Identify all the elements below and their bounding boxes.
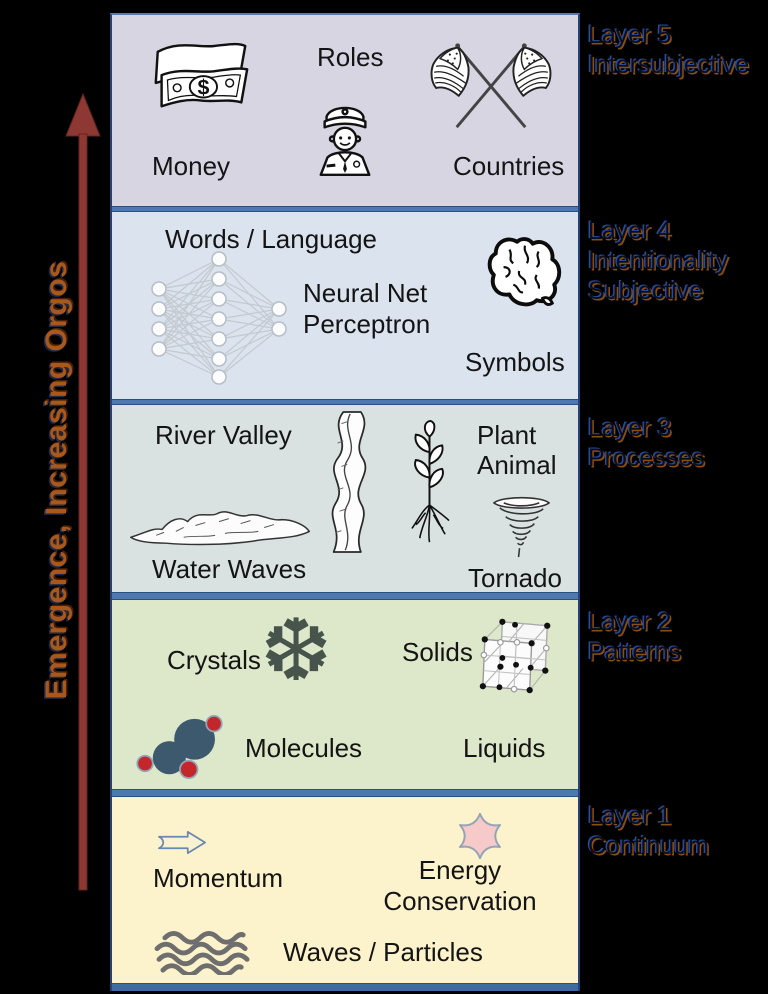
label-animal: Animal [477, 450, 557, 480]
momentum-arrow-icon [158, 831, 206, 854]
label-solids: Solids [402, 637, 473, 667]
label-money: Money [152, 151, 231, 181]
diagram-bottom-border [112, 983, 578, 991]
police-officer-icon [319, 106, 371, 177]
layer4-name: Layer 4 [588, 217, 672, 245]
brain-icon [487, 237, 562, 307]
layer4-label: Layer 4 Intentionality Subjective [588, 216, 764, 306]
money-icon: $ [154, 42, 249, 108]
energy-star-icon [459, 812, 501, 860]
label-energy: Energy [418, 855, 502, 885]
layer-divider [112, 789, 578, 797]
layer2-name: Layer 2 [588, 608, 672, 636]
layer3-label: Layer 3 Processes [588, 413, 764, 473]
label-liquids: Liquids [463, 733, 546, 763]
up-arrow-icon [65, 92, 101, 891]
layer5-name: Layer 5 [588, 21, 672, 49]
label-neural-net: Neural Net [303, 278, 428, 308]
label-momentum: Momentum [153, 863, 284, 893]
label-water-waves: Water Waves [152, 554, 307, 584]
label-waves-particles: Waves / Particles [283, 937, 483, 967]
snowflake-icon: ❆ [260, 601, 333, 701]
river-icon [331, 411, 367, 553]
layer4-subname: Intentionality [588, 247, 729, 275]
layer-divider [112, 592, 578, 600]
layer5-subname: Intersubjective [588, 51, 750, 79]
label-symbols: Symbols [465, 347, 565, 377]
crystal-lattice-icon [479, 618, 551, 694]
layer-divider [112, 206, 578, 212]
label-crystals: Crystals [167, 645, 261, 675]
layer2-label: Layer 2 Patterns [588, 607, 764, 667]
layer3-subname: Processes [588, 444, 705, 472]
band-layer-5: $ Roles [112, 15, 578, 206]
label-conservation: Conservation [383, 886, 537, 916]
label-roles: Roles [317, 42, 384, 72]
layer2-subname: Patterns [588, 638, 682, 666]
label-molecules: Molecules [245, 733, 363, 763]
tornado-icon [492, 496, 551, 558]
neural-network-icon [151, 251, 287, 385]
label-tornado: Tornado [468, 563, 562, 593]
layer5-label: Layer 5 Intersubjective [588, 20, 764, 80]
layer3-name: Layer 3 [588, 414, 672, 442]
layer4-subname2: Subjective [588, 277, 704, 305]
plant-icon [411, 419, 450, 543]
band-layer-2: Crystals ❆ Solids [112, 600, 578, 789]
band-layer-3: River Valley Plant Animal [112, 405, 578, 592]
crossed-flags-icon [430, 43, 552, 129]
layer-divider [112, 399, 578, 405]
molecule-icon [136, 715, 223, 779]
label-words-language: Words / Language [165, 224, 377, 254]
band-layer-4: Words / Language Neural Net Perceptron S… [112, 212, 578, 399]
svg-text:$: $ [197, 76, 209, 100]
layer1-label: Layer 1 Continuum [588, 801, 764, 861]
label-perceptron: Perceptron [303, 309, 431, 339]
label-river-valley: River Valley [155, 420, 292, 450]
band-layer-1: Momentum Energy Conservation Waves / Par… [112, 797, 578, 983]
label-countries: Countries [453, 151, 565, 181]
layer1-name: Layer 1 [588, 802, 672, 830]
layer1-subname: Continuum [588, 832, 709, 860]
label-plant: Plant [477, 420, 537, 450]
mountains-water-icon [129, 511, 311, 546]
layers-stack: $ Roles [110, 13, 580, 991]
waves-icon [154, 930, 250, 975]
